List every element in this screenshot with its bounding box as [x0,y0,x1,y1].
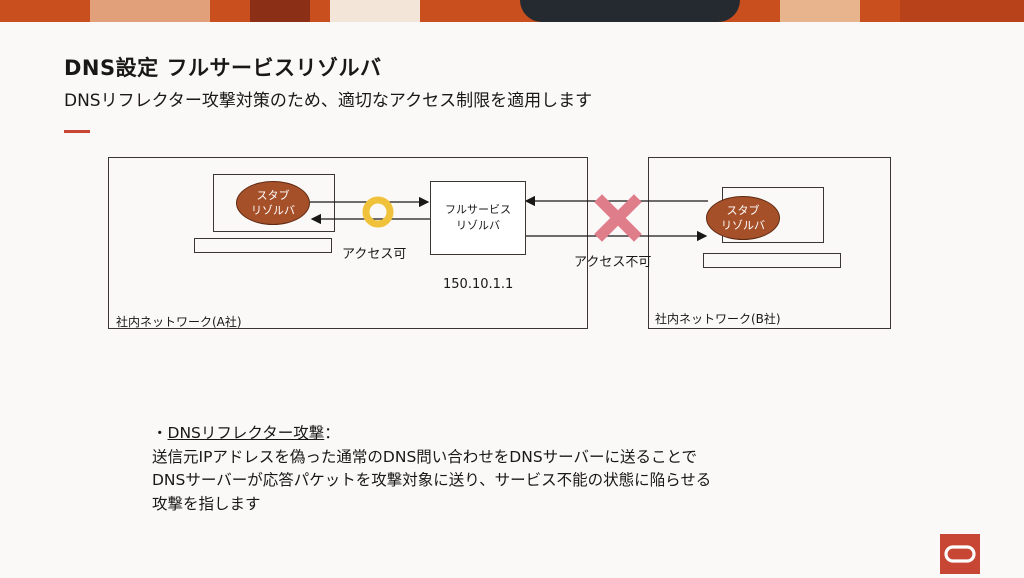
ip-address-label: 150.10.1.1 [443,277,514,292]
notes-heading-line: ・DNSリフレクター攻撃： [152,422,711,446]
full-service-resolver: フルサービス リゾルバ [430,181,526,255]
network-b-box [648,157,891,329]
notes-heading: DNSリフレクター攻撃 [167,424,325,442]
stub-resolver-b-line2: リゾルバ [721,219,765,232]
stub-resolver-b-line1: スタブ [726,204,760,217]
notes-line-2: DNSサーバーが応答パケットを攻撃対象に送り、サービス不能の状態に陥らせる [152,471,712,489]
client-a-keyboard [194,238,332,253]
access-allowed-ring [362,196,394,228]
stub-resolver-b: スタブ リゾルバ [706,196,780,240]
page-subtitle: DNSリフレクター攻撃対策のため、適切なアクセス制限を適用します [64,91,593,111]
network-b-label: 社内ネットワーク(B社) [655,312,781,326]
page-title: DNS設定 フルサービスリゾルバ [64,56,382,80]
oracle-logo-icon [940,534,980,574]
stub-resolver-a-line1: スタブ [256,189,290,202]
network-a-box [108,157,588,329]
title-accent-bar [64,130,90,133]
access-allowed-label: アクセス可 [342,247,407,262]
full-resolver-line2: リゾルバ [456,219,500,232]
client-b-keyboard [703,253,841,268]
stub-resolver-a-line2: リゾルバ [251,204,295,217]
full-resolver-line1: フルサービス [445,203,511,216]
client-a-monitor [213,174,335,232]
notes-heading-suffix: ： [324,424,340,442]
stub-resolver-a: スタブ リゾルバ [236,181,310,225]
notes-line-3: 攻撃を指します [152,494,261,513]
notes-line-1: 送信元IPアドレスを偽った通常のDNS問い合わせをDNSサーバーに送ることで [152,447,698,466]
decorative-banner [0,0,1024,22]
access-denied-cross [594,194,642,242]
network-a-label: 社内ネットワーク(A社) [116,315,242,329]
access-denied-label: アクセス不可 [574,255,652,270]
explanation-notes: ・DNSリフレクター攻撃： 送信元IPアドレスを偽った通常のDNS問い合わせをD… [152,422,711,516]
notes-bullet: ・ [152,424,168,442]
